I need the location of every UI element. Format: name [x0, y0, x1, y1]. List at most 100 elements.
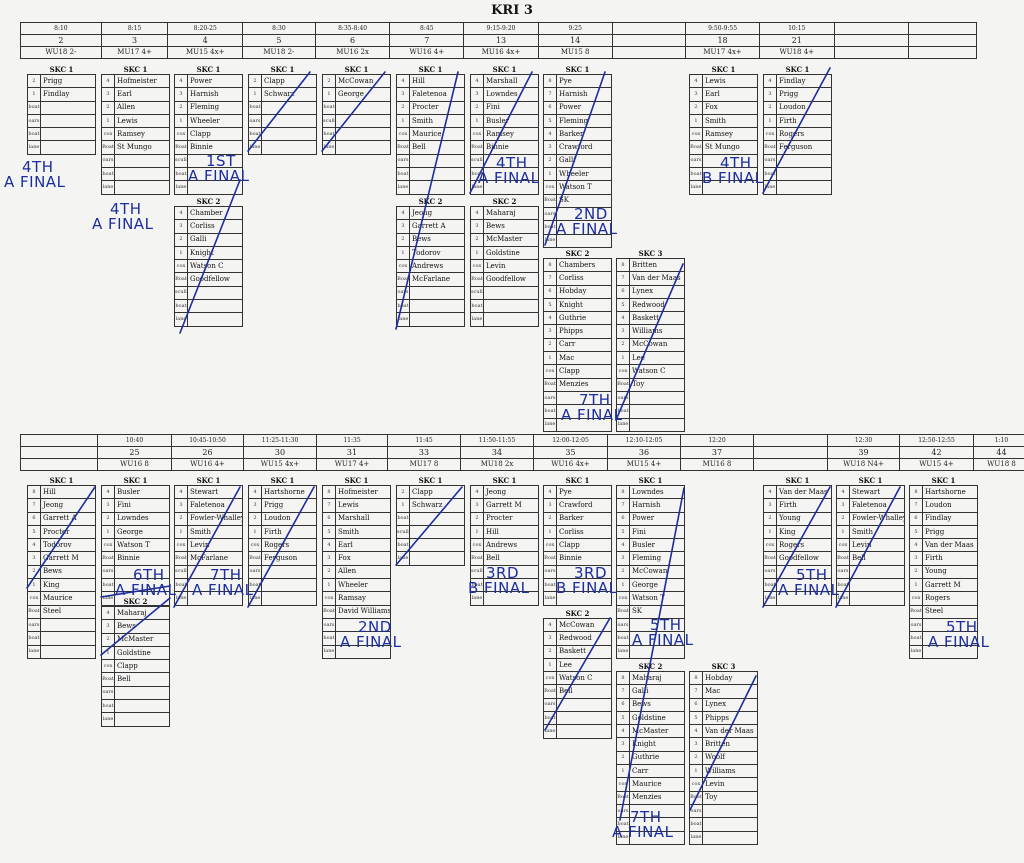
crew-title: SKC 1	[49, 476, 74, 485]
event-type: MU16 2x	[314, 46, 391, 59]
crew-row: lane	[248, 140, 317, 155]
annotation-line: A FINAL	[478, 169, 540, 187]
rower-name	[629, 830, 685, 845]
seat-label: lane	[27, 140, 41, 155]
rower-name	[702, 180, 758, 195]
crew-row: lane	[470, 180, 539, 195]
crew-row: boat	[27, 100, 96, 115]
crew-row: oars	[836, 564, 905, 580]
crew-title: SKC 1	[196, 65, 221, 74]
strike-through-line	[173, 486, 241, 608]
crew-title: SKC 2	[638, 662, 663, 671]
crew-row: lane	[543, 417, 612, 432]
strike-through-line	[247, 71, 311, 152]
rower-name	[114, 180, 170, 195]
rower-name	[335, 140, 391, 155]
crew-row: lane	[248, 591, 317, 606]
crew-card: SKC 38Hobday7Mac6Lynex5Phipps4Van der Ma…	[689, 662, 758, 845]
crew-row: sculls	[174, 564, 243, 580]
rower-name	[40, 644, 96, 659]
crew-title: SKC 1	[418, 65, 443, 74]
crew-title: SKC 1	[785, 476, 810, 485]
event-type: WU16 4+	[171, 458, 244, 471]
annotation-line: A FINAL	[340, 633, 402, 651]
crew-row: oars	[616, 803, 685, 819]
crew-card: SKC 12Clapp1Schwarzboatscullsboatlane	[396, 476, 465, 566]
annotation-line: 5TH	[946, 618, 978, 636]
crew-row: lane	[101, 591, 170, 606]
crew-row: lane	[689, 830, 758, 845]
crew-row: oars	[763, 564, 832, 580]
crew-title: SKC 1	[711, 65, 736, 74]
annotation-line: 4TH	[110, 200, 142, 218]
crew-title: SKC 1	[492, 476, 517, 485]
crew-row: oars	[689, 803, 758, 819]
rower-name	[261, 591, 317, 606]
rower-name: Guthrie	[629, 750, 685, 766]
crew-row: boat	[174, 578, 243, 593]
rower-name: Watson T	[556, 180, 612, 195]
rower-name	[483, 312, 539, 327]
strike-through-line	[689, 675, 757, 811]
event-type: WU18 N4+	[827, 458, 900, 471]
annotation-line: A FINAL	[115, 581, 177, 599]
annotation-line: B FINAL	[468, 579, 530, 597]
crew-title: SKC 1	[492, 65, 517, 74]
event-type: WU16 4+	[389, 46, 465, 59]
crew-row: oars	[909, 617, 978, 633]
annotation-line: 4TH	[496, 154, 528, 172]
annotation-line: 3RD	[486, 564, 520, 582]
rower-name	[849, 591, 905, 606]
strike-through-line	[100, 597, 171, 656]
crew-title: SKC 1	[858, 476, 883, 485]
crew-title: SKC 1	[418, 476, 443, 485]
event-type	[908, 46, 977, 59]
event-type: MU16 4x+	[463, 46, 539, 59]
crew-title: SKC 1	[931, 476, 956, 485]
